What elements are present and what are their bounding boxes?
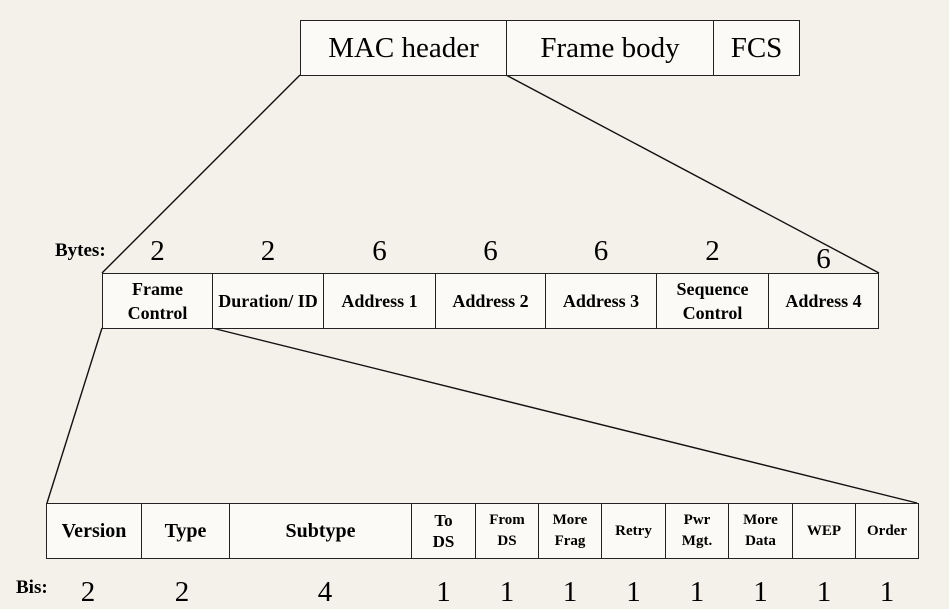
fc-field-to-ds: To DS (411, 503, 476, 559)
fc-field-order: Order (855, 503, 919, 559)
fc-field-more-data: More Data (728, 503, 793, 559)
fcs-box: FCS (713, 20, 800, 76)
field-address-4: Address 4 (768, 273, 879, 329)
bytes-value-address-2: 6 (483, 235, 498, 267)
expansion-line-fc-left (46, 327, 103, 504)
bits-value-order: 1 (879, 576, 895, 608)
bytes-value-duration-id: 2 (260, 235, 276, 267)
expansion-line-mac-left (101, 74, 301, 274)
bits-value-version: 2 (80, 576, 96, 608)
field-sequence-control: Sequence Control (656, 273, 769, 329)
bytes-value-address-1: 6 (372, 235, 387, 267)
bits-label: Bis: (16, 577, 48, 598)
bits-value-wep: 1 (816, 576, 832, 608)
bits-value-more-data: 1 (753, 576, 768, 608)
bytes-value-frame-control: 2 (150, 235, 165, 267)
bits-value-more-frag: 1 (562, 576, 578, 608)
fc-field-from-ds: From DS (475, 503, 539, 559)
bits-value-from-ds: 1 (499, 576, 515, 608)
fc-field-version: Version (46, 503, 142, 559)
field-address-2: Address 2 (435, 273, 546, 329)
expansion-line-mac-right (505, 74, 880, 274)
fc-field-pwr-mgt: Pwr Mgt. (665, 503, 729, 559)
field-frame-control: Frame Control (102, 273, 213, 329)
fc-field-wep: WEP (792, 503, 856, 559)
bytes-value-address-3: 6 (593, 235, 609, 267)
expansion-line-fc-right (211, 327, 918, 504)
field-address-1: Address 1 (323, 273, 436, 329)
mac-header-box: MAC header (300, 20, 507, 76)
fc-field-type: Type (141, 503, 230, 559)
bits-value-retry: 1 (626, 576, 641, 608)
bits-value-subtype: 4 (317, 576, 333, 608)
fc-field-retry: Retry (601, 503, 666, 559)
fc-field-more-frag: More Frag (538, 503, 602, 559)
bits-value-pwr-mgt: 1 (689, 576, 705, 608)
bits-value-to-ds: 1 (436, 576, 451, 608)
field-address-3: Address 3 (545, 273, 657, 329)
bits-value-type: 2 (174, 576, 190, 608)
bytes-value-sequence-control: 2 (705, 235, 720, 267)
frame-body-box: Frame body (506, 20, 714, 76)
bytes-value-address-4: 6 (816, 243, 831, 275)
field-duration-id: Duration/ ID (212, 273, 324, 329)
fc-field-subtype: Subtype (229, 503, 412, 559)
bytes-label: Bytes: (55, 240, 106, 261)
